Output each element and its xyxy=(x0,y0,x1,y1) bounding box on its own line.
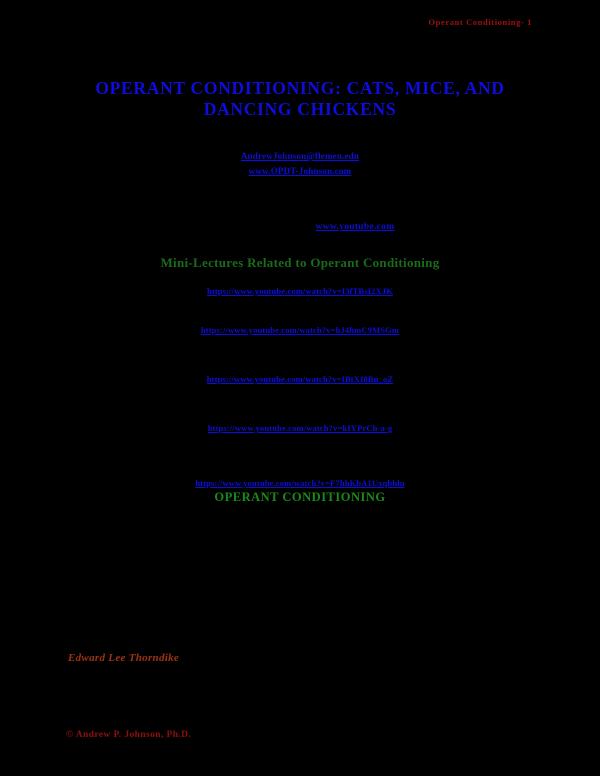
youtube-site-link[interactable]: www.youtube.com xyxy=(315,222,395,232)
figure-caption: Edward Lee Thorndike xyxy=(68,652,180,664)
list-item: https://www.youtube.com/watch?v=F7hhKbA1… xyxy=(0,473,600,491)
video-link-list: https://www.youtube.com/watch?v=I3fTBsI2… xyxy=(0,281,600,491)
video-link[interactable]: https://www.youtube.com/watch?v=bJ4hmC9M… xyxy=(200,325,400,335)
list-item: https://www.youtube.com/watch?v=IBtXI8Bn… xyxy=(0,369,600,387)
video-link[interactable]: https://www.youtube.com/watch?v=kIYPrCh-… xyxy=(207,423,393,433)
page-title: OPERANT CONDITIONING: CATS, MICE, AND DA… xyxy=(95,77,505,119)
video-link[interactable]: https://www.youtube.com/watch?v=F7hhKbA1… xyxy=(195,478,405,488)
site-link-container: www.youtube.com xyxy=(0,216,600,234)
running-header: Operant Conditioning- 1 xyxy=(428,17,532,27)
video-link[interactable]: https://www.youtube.com/watch?v=I3fTBsI2… xyxy=(206,286,394,296)
list-item: https://www.youtube.com/watch?v=I3fTBsI2… xyxy=(0,281,600,299)
copyright-notice: © Andrew P. Johnson, Ph.D. xyxy=(66,730,192,740)
video-link[interactable]: https://www.youtube.com/watch?v=IBtXI8Bn… xyxy=(206,374,394,384)
subheading-operant-conditioning: OPERANT CONDITIONING xyxy=(214,490,386,504)
website-link[interactable]: www.OPDT-Johnson.com xyxy=(248,166,352,176)
section-heading-mini-lectures: Mini-Lectures Related to Operant Conditi… xyxy=(160,255,440,270)
list-item: https://www.youtube.com/watch?v=bJ4hmC9M… xyxy=(0,320,600,338)
email-link[interactable]: AndrewJohnson@flemen.edu xyxy=(240,151,360,161)
list-item: https://www.youtube.com/watch?v=kIYPrCh-… xyxy=(0,418,600,436)
contact-block: AndrewJohnson@flemen.edu www.OPDT-Johnso… xyxy=(0,148,600,178)
